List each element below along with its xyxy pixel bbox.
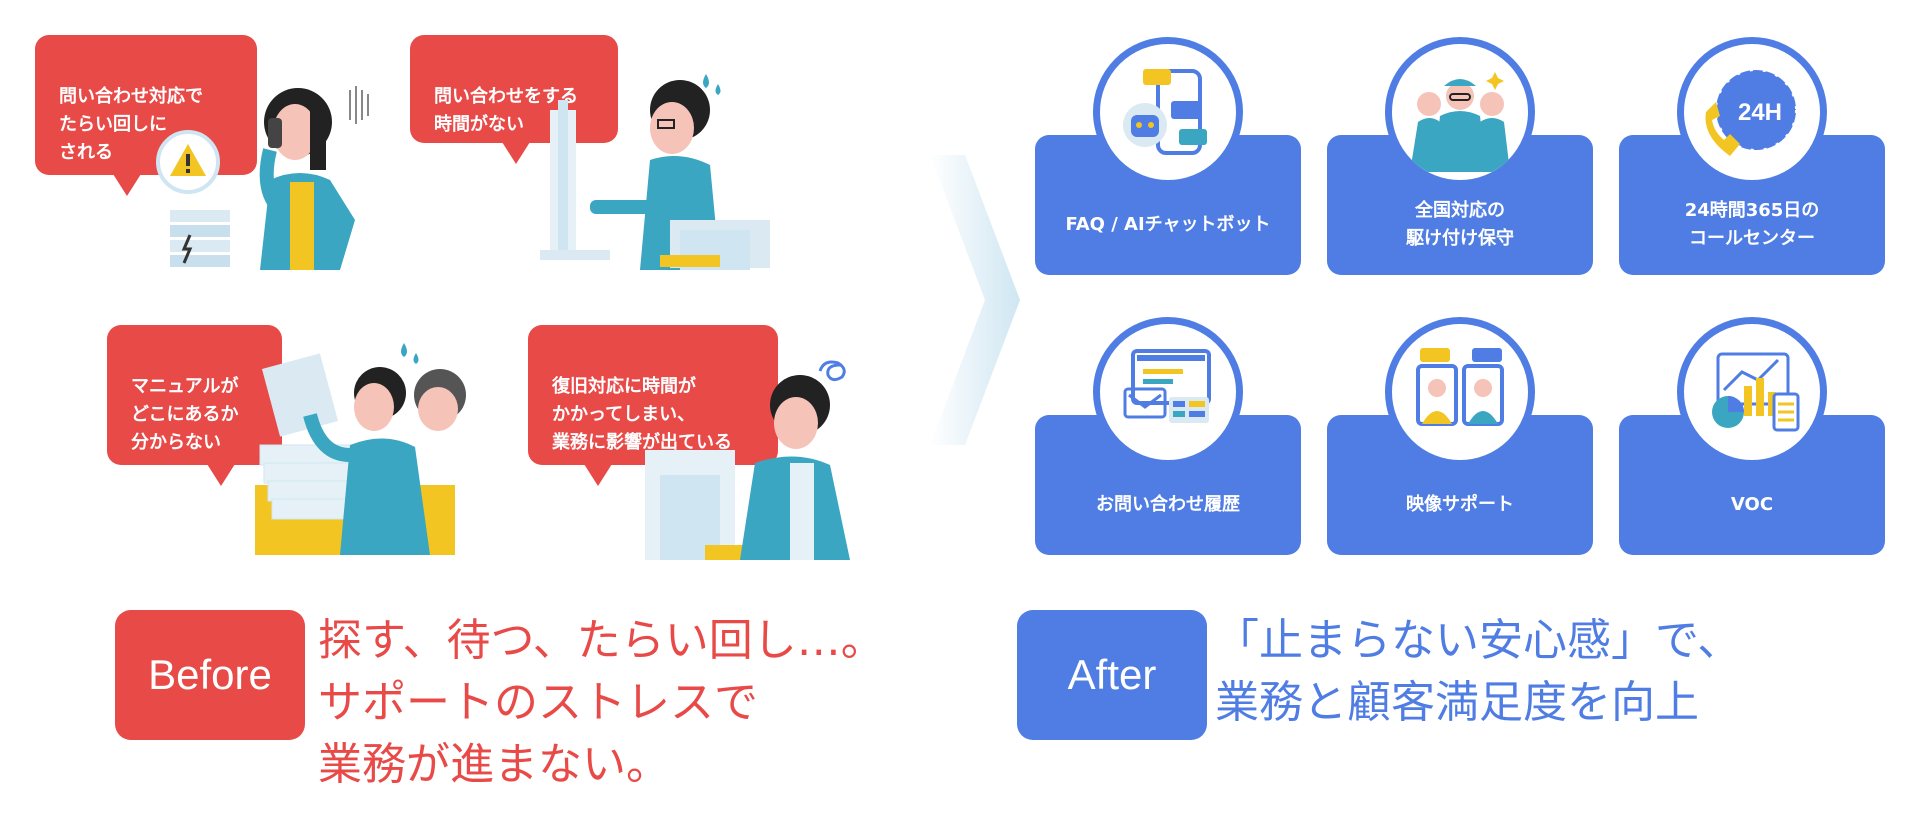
phone-frustrated-woman-illustration (156, 86, 369, 270)
feature-label: FAQ / AIチャットボット (1065, 214, 1271, 235)
before-caption: 探す、待つ、たらい回し…。 サポートのストレスで 業務が進まない。 (318, 615, 885, 790)
call-center-24h-icon: 24H (1705, 69, 1797, 156)
inquiry-history-icon (1123, 349, 1211, 423)
feature-label: VOC (1730, 494, 1774, 515)
bubble-transfer-runaround: 問い合わせ対応で たらい回しに される (35, 35, 257, 196)
bubble-text: マニュアルが どこにあるか 分からない (131, 376, 239, 453)
voc-analytics-icon (1712, 352, 1800, 432)
bubble-text: 復旧対応に時間が かかってしまい、 業務に影響が出ている (552, 376, 732, 453)
bubble-text: 問い合わせをする 時間がない (434, 86, 578, 135)
inquiry-history-icon-badge (1093, 317, 1243, 467)
bubble-no-time: 問い合わせをする 時間がない (410, 35, 618, 164)
after-tag-label: After (1067, 651, 1157, 698)
before-tag-label: Before (148, 651, 272, 698)
chatbot-icon (1123, 69, 1207, 155)
field-engineers-icon-badge (1385, 37, 1535, 187)
feature-label: 映像サポート (1406, 494, 1514, 515)
bubble-recovery-delay: 復旧対応に時間が かかってしまい、 業務に影響が出ている (528, 325, 778, 486)
voc-analytics-icon-badge (1677, 317, 1827, 467)
feature-label: 全国対応の 駆け付け保守 (1406, 200, 1514, 249)
field-engineers-icon (1410, 72, 1510, 172)
worried-recovery-illustration (645, 360, 850, 560)
bubble-text: 問い合わせ対応で たらい回しに される (59, 86, 203, 163)
before-tag: Before (115, 610, 305, 740)
bubble-manual-missing: マニュアルが どこにあるか 分からない (107, 325, 282, 486)
busy-desk-worker-illustration (540, 74, 770, 270)
transition-arrow-icon (930, 155, 1020, 445)
searching-manual-illustration (255, 343, 466, 555)
after-caption: 「止まらない安心感」で、 業務と顧客満足度を向上 (1215, 615, 1742, 728)
video-support-icon (1416, 348, 1504, 426)
call-center-24h-icon-badge: 24H (1677, 37, 1827, 187)
chatbot-icon-badge (1093, 37, 1243, 187)
call-center-24h-text: 24H (1738, 99, 1782, 126)
after-tag: After (1017, 610, 1207, 740)
video-support-icon-badge (1385, 317, 1535, 467)
feature-label: 24時間365日の コールセンター (1684, 200, 1820, 249)
feature-label: お問い合わせ履歴 (1096, 494, 1240, 515)
